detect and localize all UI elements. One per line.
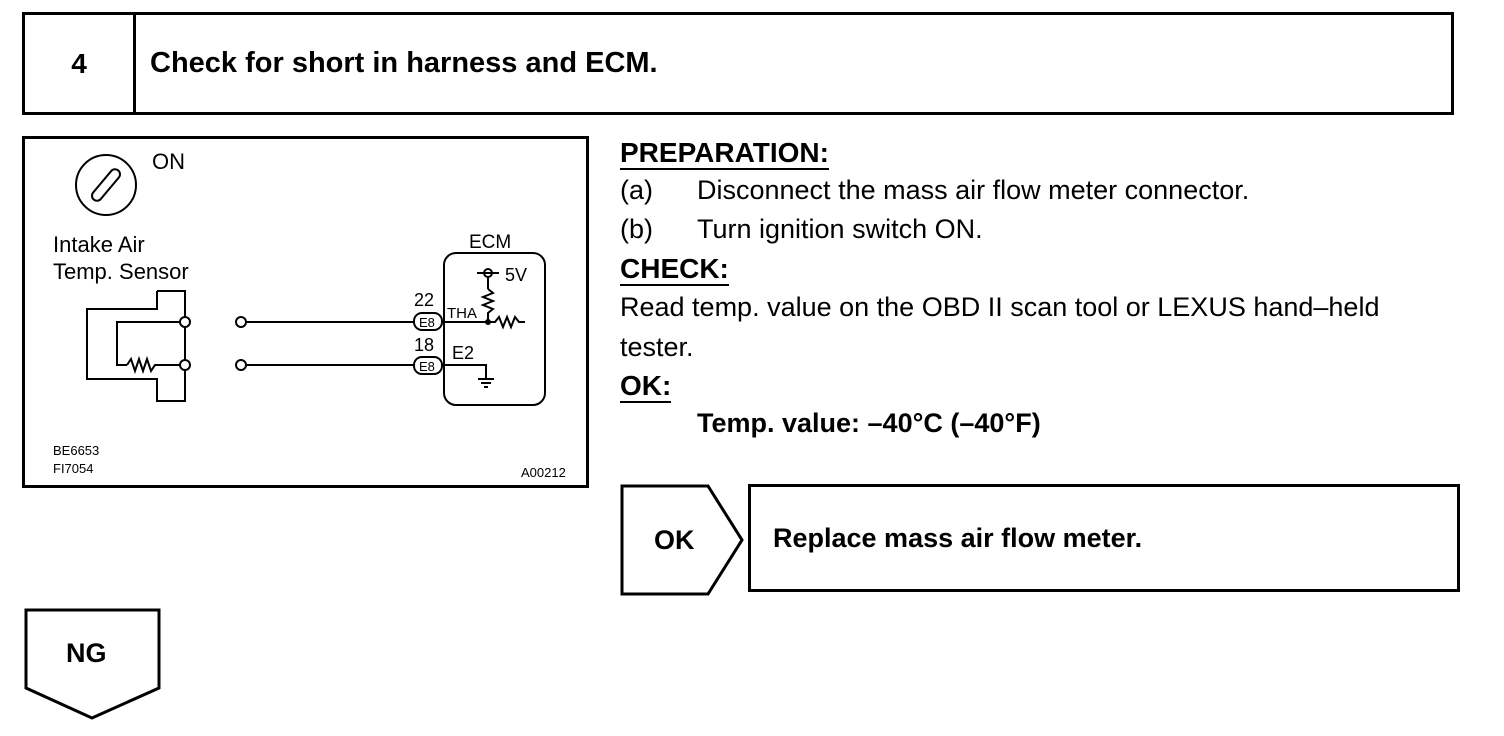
preparation-item-a-text: Disconnect the mass air flow meter conne… [697,175,1250,205]
ok-result-arrow: OK [620,484,746,601]
pin-tha-connector-label: E8 [419,315,435,330]
figure-code-2: FI7054 [53,461,93,476]
ng-arrow-shape: NG [24,608,161,720]
check-text-line1: Read temp. value on the OBD II scan tool… [620,292,1380,322]
ok-criteria-value: Temp. value: –40°C (–40°F) [697,408,1041,438]
sensor-label-line2: Temp. Sensor [53,259,189,284]
wiring-diagram-svg: ON Intake Air Temp. Sensor ECM [53,149,566,480]
preparation-item-b-marker: (b) [620,214,653,244]
ground-symbol [442,364,494,388]
ecm-label: ECM [469,232,511,253]
step-header: 4 Check for short in harness and ECM. [22,12,1454,115]
step-number: 4 [25,15,136,112]
voltage-label: 5V [505,265,527,285]
pin-e2-number: 18 [414,335,434,355]
wiring-diagram: ON Intake Air Temp. Sensor ECM [22,136,589,488]
sensor-label-line1: Intake Air [53,232,145,257]
check-text-line2: tester. [620,332,694,362]
figure-code-3: A00212 [521,465,566,480]
ignition-label: ON [152,149,185,174]
intake-air-temp-sensor [86,290,191,402]
ok-result-label: OK [654,525,695,555]
ok-arrow-shape: OK [620,484,744,596]
ok-result-action-text: Replace mass air flow meter. [773,522,1143,553]
pin-tha-number: 22 [414,290,434,310]
ok-result-action: Replace mass air flow meter. [748,484,1460,592]
pin-tha-name: THA [447,305,477,322]
step-title: Check for short in harness and ECM. [150,47,658,79]
figure-code-1: BE6653 [53,443,99,458]
ok-heading: OK: [620,370,672,403]
ecm-box [443,252,546,406]
preparation-item-b-text: Turn ignition switch ON. [697,214,983,244]
ignition-key-icon [75,154,137,216]
supply-5v-symbol [477,268,499,322]
ng-result-arrow: NG [24,608,162,727]
preparation-item-a-marker: (a) [620,175,653,205]
tha-internal-circuit [442,314,525,330]
check-heading: CHECK: [620,253,729,286]
pin-e2-connector-label: E8 [419,359,435,374]
ng-result-label: NG [66,638,107,668]
pin-e2-name: E2 [452,343,474,363]
harness-wires [235,316,417,371]
preparation-heading: PREPARATION: [620,137,829,170]
